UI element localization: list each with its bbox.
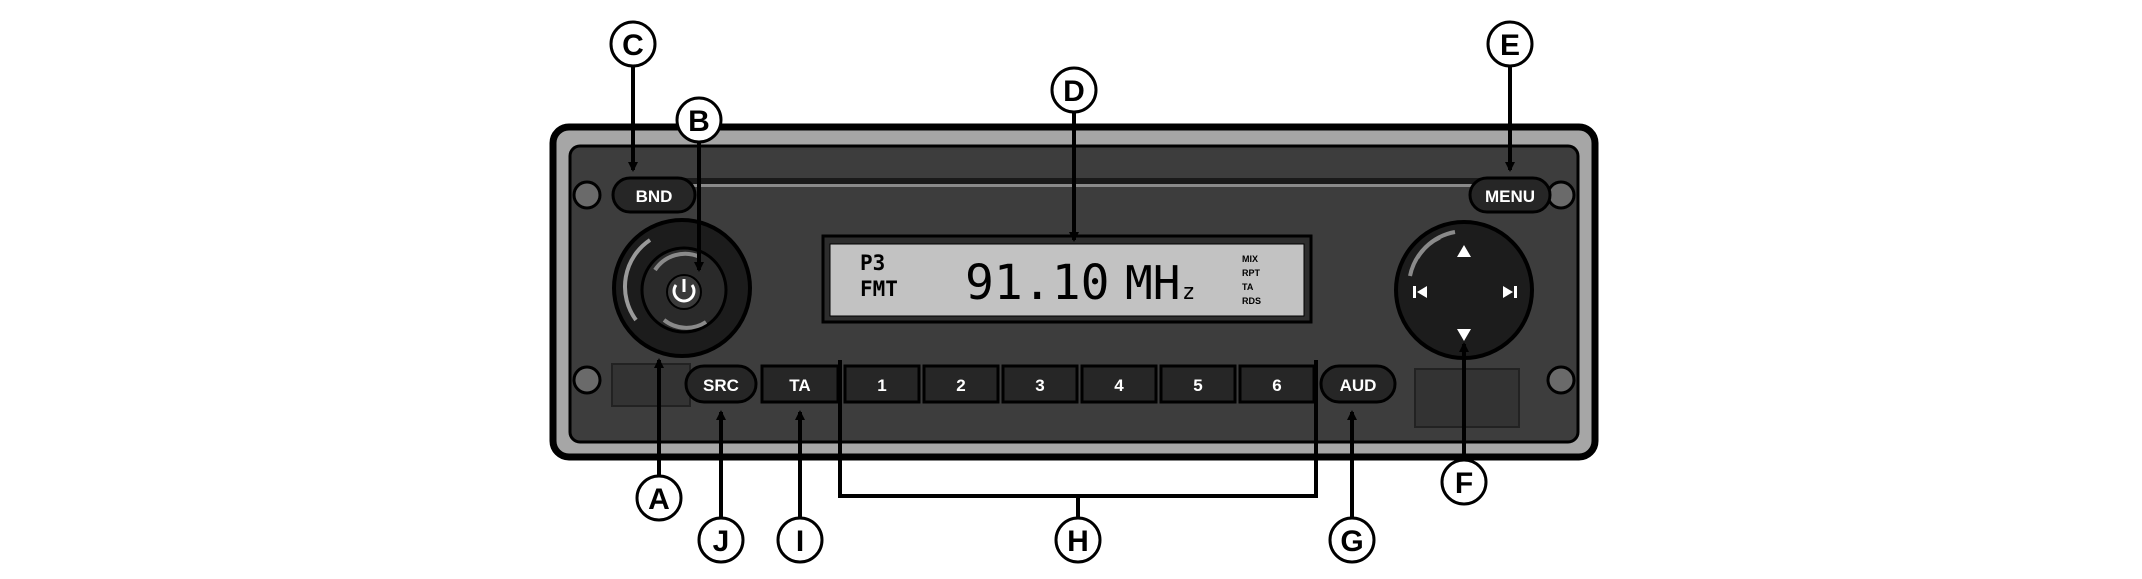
screw-bottom-right [1546,365,1576,395]
display-frequency: 91.10 [965,255,1110,311]
svg-text:D: D [1063,75,1085,108]
src-label: SRC [703,376,739,395]
power-icon [672,279,696,303]
svg-text:4: 4 [1114,376,1124,395]
bnd-label: BND [636,187,673,206]
indicator-ta: TA [1242,282,1254,292]
blank-panel-left [611,363,691,407]
aud-label: AUD [1340,376,1377,395]
ta-label: TA [789,376,810,395]
callout-i: I [776,516,824,564]
display-preset: P3 [860,251,885,275]
callout-j: J [697,516,745,564]
indicator-rds: RDS [1242,296,1261,306]
callout-a: A [635,474,683,522]
ta-button[interactable]: TA [760,364,840,404]
display-indicators: MIX RPT TA RDS [1242,254,1261,306]
indicator-rpt: RPT [1242,268,1261,278]
screw-bottom-left [572,365,602,395]
display-unit: MH [1125,256,1180,310]
power-volume-knob[interactable] [612,218,752,358]
callout-g: G [1328,516,1376,564]
skip-previous-icon[interactable] [1413,286,1427,298]
preset-button-1[interactable]: 1 [843,364,921,404]
svg-text:E: E [1500,29,1520,62]
display-unit-sub: z [1182,280,1195,305]
aud-button[interactable]: AUD [1319,364,1397,404]
callout-d: D [1050,66,1098,114]
callout-b: B [675,96,723,144]
menu-label: MENU [1485,187,1535,206]
display-mode: FMT [860,277,898,301]
navigation-dial[interactable] [1394,220,1534,360]
indicator-mix: MIX [1242,254,1258,264]
preset-button-4[interactable]: 4 [1080,364,1158,404]
preset-button-5[interactable]: 5 [1159,364,1237,404]
svg-text:F: F [1455,467,1473,500]
svg-text:J: J [713,525,730,558]
callout-lines [628,66,1515,518]
svg-text:6: 6 [1272,376,1281,395]
svg-text:1: 1 [877,376,886,395]
callout-f: F [1440,458,1488,506]
lcd-display: P3 FMT 91.10 MH z MIX RPT TA RDS [821,234,1313,324]
preset-button-6[interactable]: 6 [1238,364,1316,404]
screw-top-left [572,180,602,210]
menu-button[interactable]: MENU [1468,176,1552,214]
blank-panel-right [1414,368,1520,428]
svg-text:H: H [1067,525,1089,558]
callout-e: E [1486,20,1534,68]
preset-button-3[interactable]: 3 [1001,364,1079,404]
svg-text:I: I [796,525,804,558]
callout-h: H [1054,516,1102,564]
preset-buttons: 1 2 3 4 5 6 [843,364,1316,404]
preset-button-2[interactable]: 2 [922,364,1000,404]
screw-top-right [1546,180,1576,210]
svg-text:2: 2 [956,376,965,395]
cd-slot [655,178,1485,184]
svg-text:A: A [648,483,670,516]
triangle-down-icon[interactable] [1457,329,1471,341]
callout-c: C [609,20,657,68]
svg-text:3: 3 [1035,376,1044,395]
src-button[interactable]: SRC [684,364,758,404]
bnd-button[interactable]: BND [611,176,697,214]
svg-text:C: C [622,29,644,62]
triangle-up-icon[interactable] [1457,245,1471,257]
svg-text:G: G [1340,525,1363,558]
skip-next-icon[interactable] [1503,286,1517,298]
svg-text:5: 5 [1193,376,1202,395]
svg-text:B: B [688,105,710,138]
